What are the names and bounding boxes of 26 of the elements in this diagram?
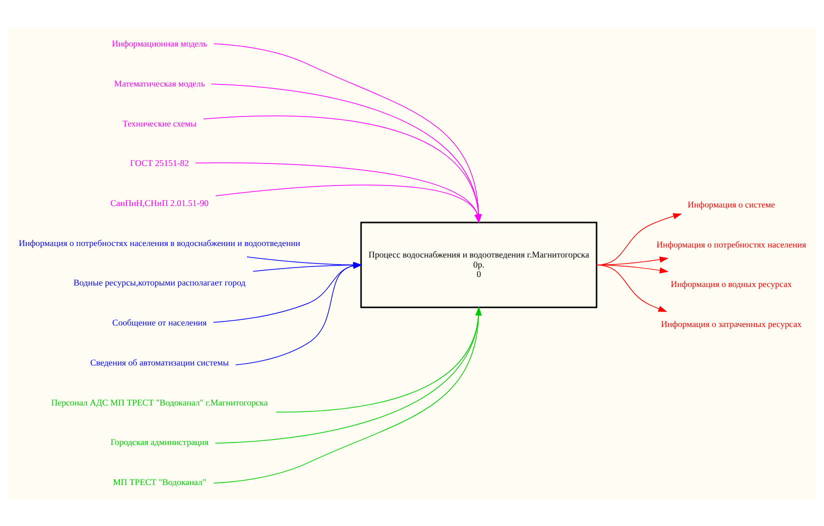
node-text: МП ТРЕСТ "Водоканал" xyxy=(112,476,206,487)
node-text: Сообщение от населения xyxy=(112,317,207,328)
node-text: Информация о потребностях населения в водоснабжении и водоотведении xyxy=(18,237,300,248)
node-text: Городская администрация xyxy=(110,436,209,447)
arrow xyxy=(596,264,669,273)
arrow xyxy=(235,262,362,365)
node-box: Процесс водоснабжения и водоотведения г.Магнитогорска 0р. 0 xyxy=(360,221,598,308)
arrow xyxy=(276,306,482,412)
node-text: Технические схемы xyxy=(122,118,196,128)
node-text: Сведения об автоматизации системы xyxy=(90,356,229,367)
node-text: Персонал АДС МП ТРЕСТ "Водоканал" г.Магнитогорска xyxy=(51,396,268,407)
arrow xyxy=(252,261,362,272)
arrow xyxy=(596,264,668,312)
node-text: Информация о водных ресурсах xyxy=(670,278,792,289)
node-text: Информация о системе xyxy=(688,198,775,209)
node-text: Математическая модель xyxy=(114,78,205,88)
node-text: ГОСТ 25151-82 xyxy=(130,158,189,168)
arrow xyxy=(213,306,482,484)
arrow xyxy=(213,262,362,322)
arrow xyxy=(215,306,482,444)
node-text: СанПиН,СНиП 2.01.51-90 xyxy=(110,197,209,208)
node-text: Информация о затраченных ресурсах xyxy=(661,318,802,329)
arrow xyxy=(246,256,362,268)
node-text: Информационная модель xyxy=(112,38,208,48)
node-text: Информация о потребностях населения xyxy=(656,238,806,249)
node-text: Водные ресурсы,которыми располагает город xyxy=(74,277,246,288)
